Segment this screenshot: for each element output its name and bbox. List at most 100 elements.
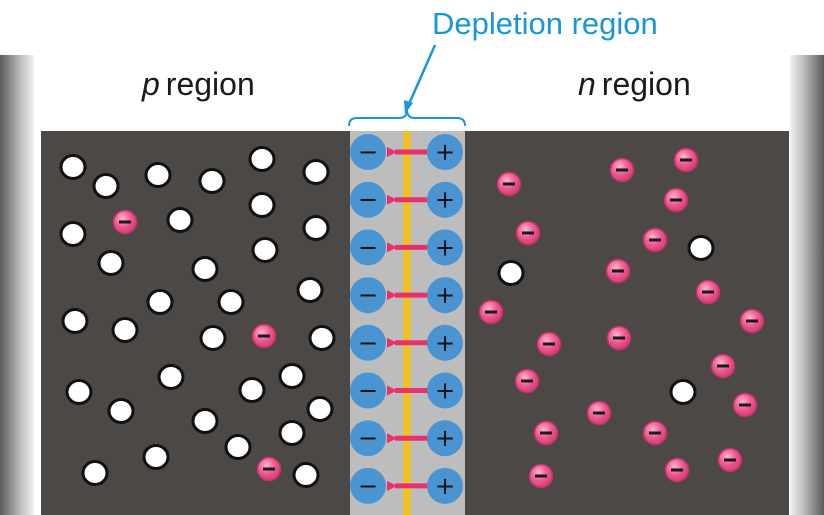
electron [739,308,765,334]
callout-arrowhead [404,100,413,114]
hole [497,260,525,286]
minus-sign: − [358,424,378,452]
hole [107,398,135,424]
minus-sign: − [358,138,378,166]
positive-ion [427,420,463,457]
electron [112,209,138,235]
callout-pointer [407,44,437,105]
positive-ion [427,467,463,504]
ion-pair: −+ [350,467,463,504]
electron [478,299,504,325]
depletion-bracket [348,109,466,127]
hole [306,396,334,422]
electron [536,331,562,357]
positive-ion [427,324,463,361]
hole [111,317,139,343]
electron [256,456,282,482]
plus-sign: + [435,424,455,452]
hole [302,159,330,185]
hole [59,221,87,247]
electron [717,447,743,473]
n-region-letter: n [578,66,596,102]
hole [92,173,120,199]
hole [146,289,174,315]
hole [669,379,697,405]
hole [157,364,185,390]
hole [224,434,252,460]
positive-ion [427,181,463,218]
right-edge-shadow [790,55,824,515]
hole [248,146,276,172]
hole [217,289,245,315]
negative-ion [350,420,386,457]
plus-sign: + [435,233,455,261]
minus-sign: − [358,186,378,214]
negative-ion [350,134,386,170]
ion-pair: −+ [350,229,463,266]
plus-sign: + [435,186,455,214]
hole [191,256,219,282]
hole [97,250,125,276]
hole [248,192,276,218]
hole [61,308,89,334]
hole [296,277,324,303]
hole [142,444,170,470]
ion-pair: −+ [350,324,463,361]
hole [278,363,306,389]
hole [687,235,715,261]
hole [144,162,172,188]
negative-ion [350,324,386,361]
n-region-word: region [601,66,691,102]
electron [642,227,668,253]
ion-pair: −+ [350,277,463,314]
p-region-word: region [165,66,255,102]
ion-pair: −+ [350,372,463,409]
depletion-region-label: Depletion region [432,6,658,41]
electron [663,187,689,213]
electron [514,368,540,394]
negative-ion [350,181,386,218]
minus-sign: − [358,377,378,405]
minus-sign: − [358,233,378,261]
ion-pair: −+ [350,420,463,457]
ion-pair: −+ [350,134,463,170]
p-region-letter: p [142,66,160,102]
hole [292,462,320,488]
hole [81,460,109,486]
hole [251,237,279,263]
minus-sign: − [358,472,378,500]
plus-sign: + [435,472,455,500]
electron [732,392,758,418]
positive-ion [427,229,463,266]
electron [710,353,736,379]
plus-sign: + [435,281,455,309]
electron [251,323,277,349]
minus-sign: − [358,281,378,309]
electron [695,279,721,305]
electron [609,157,635,183]
plus-sign: + [435,377,455,405]
electron [528,463,554,489]
hole [166,207,194,233]
hole [191,408,219,434]
hole [59,154,87,180]
positive-ion [427,372,463,409]
hole [308,325,336,351]
electron [496,171,522,197]
electrons-group [112,147,765,489]
hole [238,377,266,403]
electron [533,420,559,446]
hole [302,215,330,241]
electron [515,220,541,246]
hole [278,420,306,446]
positive-ion [427,277,463,314]
electron [605,258,631,284]
negative-ion [350,229,386,266]
plus-sign: + [435,138,455,166]
electron [673,147,699,173]
electron [606,325,632,351]
